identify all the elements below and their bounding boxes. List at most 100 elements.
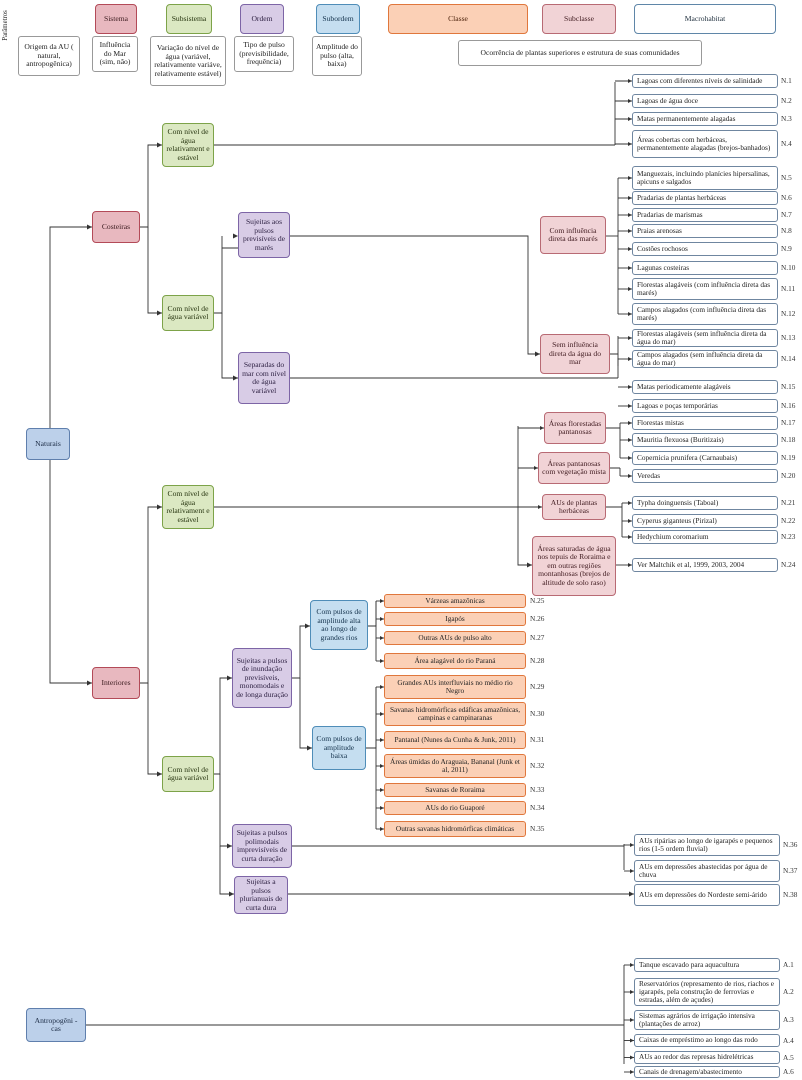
macrohabitat-leaf: Cyperus giganteus (Pirizal) xyxy=(632,514,778,528)
macrohabitat-leaf: AUs em depressões do Nordeste semi-árido xyxy=(634,884,780,906)
macrohabitat-code: N.15 xyxy=(781,382,796,391)
macrohabitat-code: N.1 xyxy=(781,76,792,85)
macrohabitat-code: A.3 xyxy=(783,1015,794,1024)
param-variacao: Variação do nível de água (variável, rel… xyxy=(150,36,226,86)
param-amplitude: Amplitude do pulso (alta, baixa) xyxy=(312,36,362,76)
order-pulsos-mares: Sujeitas aos pulsos previsíveis de marés xyxy=(238,212,290,258)
class-leaf: Áreas úmidas do Araguaia, Bananal (Junk … xyxy=(384,754,526,778)
macrohabitat-leaf: Praias arenosas xyxy=(632,224,778,238)
macrohabitat-code: N.37 xyxy=(783,866,798,875)
macrohabitat-code: N.17 xyxy=(781,418,796,427)
macrohabitat-leaf: Ver Maltchik et al, 1999, 2003, 2004 xyxy=(632,558,778,572)
macrohabitat-code: N.14 xyxy=(781,354,796,363)
macrohabitat-code: N.21 xyxy=(781,498,796,507)
parametros-label: Parâmetros xyxy=(1,10,9,41)
macrohabitat-code: N.9 xyxy=(781,244,792,253)
macrohabitat-code: N.16 xyxy=(781,401,796,410)
class-leaf: AUs do rio Guaporé xyxy=(384,801,526,815)
class-leaf: Savanas de Roraima xyxy=(384,783,526,797)
macrohabitat-code: N.20 xyxy=(781,471,796,480)
macrohabitat-leaf: Mauritia flexuosa (Buritizais) xyxy=(632,433,778,447)
macrohabitat-leaf: Matas permanentemente alagadas xyxy=(632,112,778,126)
class-code: N.31 xyxy=(530,735,545,744)
header-ordem: Ordem xyxy=(240,4,284,34)
macrohabitat-code: N.2 xyxy=(781,96,792,105)
class-code: N.27 xyxy=(530,633,545,642)
param-tipo-pulso: Tipo de pulso (previsibilidade, frequênc… xyxy=(234,36,294,72)
connector-line xyxy=(606,503,623,537)
subclass-com-influencia: Com influência direta das marés xyxy=(540,216,606,254)
class-code: N.30 xyxy=(530,709,545,718)
macrohabitat-leaf: Manguezais, incluindo planícies hipersal… xyxy=(632,166,778,190)
macrohabitat-code: N.4 xyxy=(781,139,792,148)
header-subsistema: Subsistema xyxy=(166,4,212,34)
class-code: N.28 xyxy=(530,656,545,665)
macrohabitat-code: N.23 xyxy=(781,532,796,541)
macrohabitat-leaf: Veredas xyxy=(632,469,778,483)
macrohabitat-leaf: Typha doinguensis (Taboal) xyxy=(632,496,778,510)
connector-line xyxy=(610,467,621,476)
macrohabitat-code: N.12 xyxy=(781,309,796,318)
macrohabitat-leaf: Pradarias de plantas herbáceas xyxy=(632,191,778,205)
macrohabitat-code: N.19 xyxy=(781,453,796,462)
class-leaf: Outras AUs de pulso alto xyxy=(384,631,526,645)
macrohabitat-leaf: Canais de drenagem/abastecimento xyxy=(634,1066,780,1078)
subclass-sem-influencia: Sem influência direta da água do mar xyxy=(540,334,610,374)
macrohabitat-code: A.4 xyxy=(783,1035,794,1045)
class-leaf: Savanas hidromórficas edáficas amazônica… xyxy=(384,702,526,726)
system-interiores: Interiores xyxy=(92,667,140,699)
macrohabitat-leaf: Lagoas de água doce xyxy=(632,94,778,108)
param-origem: Origem da AU ( natural, antropogênica) xyxy=(18,36,80,76)
macrohabitat-leaf: AUs em depressões abastecidas por água d… xyxy=(634,860,780,882)
system-costeiras: Costeiras xyxy=(92,211,140,243)
macrohabitat-code: N.24 xyxy=(781,560,796,569)
macrohabitat-code: N.7 xyxy=(781,210,792,219)
macrohabitat-code: N.10 xyxy=(781,263,796,272)
subclass-herbaceas: AUs de plantas herbáceas xyxy=(542,494,606,520)
suborder-alta: Com pulsos de amplitude alta ao longo de… xyxy=(310,600,368,650)
class-code: N.29 xyxy=(530,682,545,691)
header-subordem: Subordem xyxy=(316,4,360,34)
class-code: N.25 xyxy=(530,596,545,605)
class-code: N.34 xyxy=(530,803,545,812)
macrohabitat-code: N.11 xyxy=(781,284,796,293)
macrohabitat-leaf: Hedychium coromarium xyxy=(632,530,778,544)
macrohabitat-leaf: Campos alagados (sem influência direta d… xyxy=(632,350,778,368)
macrohabitat-leaf: Matas periodicamente alagáveis xyxy=(632,380,778,394)
macrohabitat-leaf: Florestas mistas xyxy=(632,416,778,430)
class-leaf: Área alagável do rio Paraná xyxy=(384,653,526,669)
class-leaf: Igapós xyxy=(384,612,526,626)
class-leaf: Pantanal (Nunes da Cunha & Junk, 2011) xyxy=(384,731,526,749)
suborder-baixa: Com pulsos de amplitude baixa xyxy=(312,726,366,770)
subclass-saturadas: Áreas saturadas de água nos tepuis de Ro… xyxy=(532,536,616,596)
macrohabitat-leaf: Sistemas agrários de irrigação intensiva… xyxy=(634,1010,780,1030)
macrohabitat-code: N.6 xyxy=(781,193,792,202)
macrohabitat-code: A.2 xyxy=(783,987,794,996)
macrohabitat-leaf: Costões rochosos xyxy=(632,242,778,256)
macrohabitat-code: N.36 xyxy=(783,840,798,849)
class-code: N.35 xyxy=(530,824,545,833)
subsystem-costeiras-estavel: Com nível de água relativament e estável xyxy=(162,123,214,167)
class-code: N.26 xyxy=(530,614,545,623)
macrohabitat-leaf: Florestas alagáveis (sem influência dire… xyxy=(632,329,778,347)
class-leaf: Grandes AUs interfluviais no médio rio N… xyxy=(384,675,526,699)
header-macrohabitat: Macrohabitat xyxy=(634,4,776,34)
macrohabitat-code: N.5 xyxy=(781,173,792,182)
subsystem-interiores-variavel: Com nível de água variável xyxy=(162,756,214,792)
param-influencia: Influência do Mar (sim, não) xyxy=(92,36,138,72)
macrohabitat-leaf: Reservatórios (represamento de rios, ria… xyxy=(634,978,780,1006)
macrohabitat-code: N.8 xyxy=(781,226,792,235)
macrohabitat-leaf: Lagunas costeiras xyxy=(632,261,778,275)
class-code: N.32 xyxy=(530,761,545,770)
order-separadas: Separadas do mar com nível de água variá… xyxy=(238,352,290,404)
macrohabitat-leaf: Áreas cobertas com herbáceas, permanente… xyxy=(632,130,778,158)
macrohabitat-leaf: Lagoas com diferentes níveis de salinida… xyxy=(632,74,778,88)
macrohabitat-leaf: Lagoas e poças temporárias xyxy=(632,399,778,413)
order-inundacao: Sujeitas a pulsos de inundação previsíve… xyxy=(232,648,292,708)
macrohabitat-code: N.13 xyxy=(781,333,796,342)
subsystem-costeiras-variavel: Com nível de água variável xyxy=(162,295,214,331)
macrohabitat-code: A.6 xyxy=(783,1067,794,1076)
origin-naturais: Naturais xyxy=(26,428,70,460)
macrohabitat-leaf: Pradarias de marismas xyxy=(632,208,778,222)
macrohabitat-leaf: AUs ripárias ao longo de igarapés e pequ… xyxy=(634,834,780,856)
